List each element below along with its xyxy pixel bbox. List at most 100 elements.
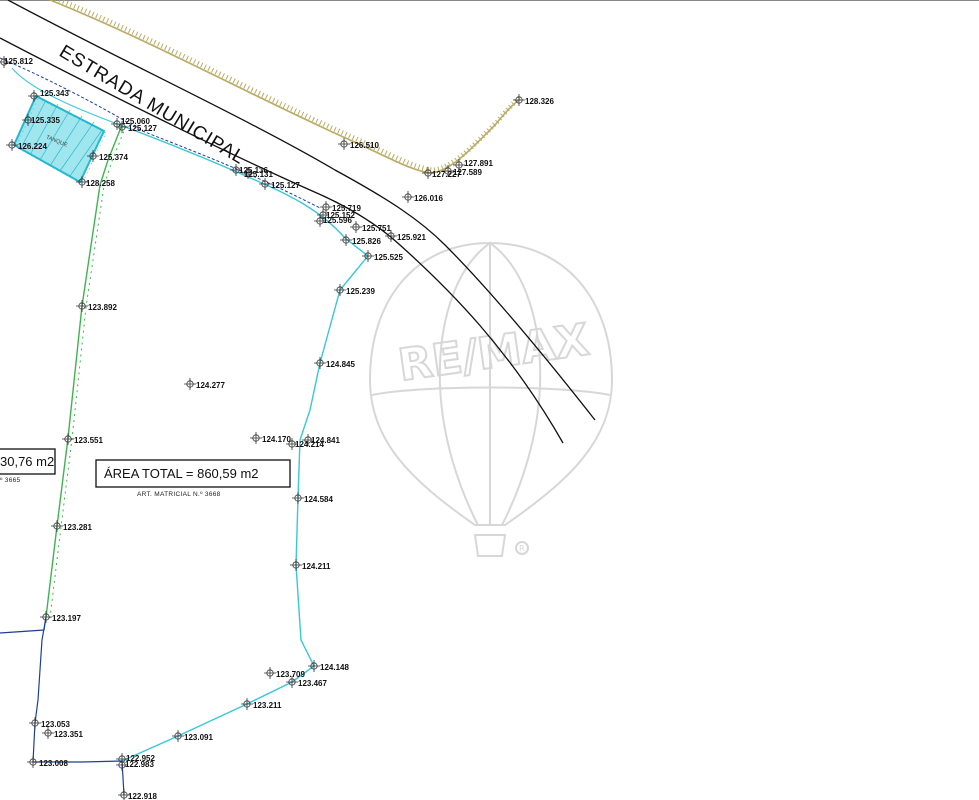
survey-point-cross: [259, 178, 271, 190]
survey-point: 125.374: [87, 150, 128, 162]
road-edge-inner: [0, 37, 564, 444]
lot-boundary-blue: [0, 616, 125, 796]
elevation-label: 123.551: [74, 436, 103, 445]
survey-point-cross: [286, 438, 298, 450]
elevation-label: 123.709: [276, 670, 305, 679]
survey-point-marker: [316, 217, 324, 225]
survey-point-marker: [0, 58, 8, 66]
tank: [12, 94, 107, 185]
survey-point-marker: [243, 700, 251, 708]
survey-point-cross: [385, 230, 397, 242]
survey-point-marker: [78, 178, 86, 186]
survey-point-cross: [22, 114, 34, 126]
survey-point: 125.127: [116, 121, 157, 133]
survey-point-cross: [308, 660, 320, 672]
survey-point: 123.008: [27, 756, 68, 768]
survey-point-marker: [387, 232, 395, 240]
survey-point: 123.281: [51, 520, 92, 532]
elevation-label: 125.060: [121, 117, 150, 126]
elevation-label: 124.211: [302, 562, 331, 571]
survey-point-cross: [302, 434, 314, 446]
survey-point-cross: [513, 94, 525, 106]
survey-point-cross: [350, 221, 362, 233]
survey-point-cross: [118, 789, 130, 800]
survey-point-cross: [340, 234, 352, 246]
survey-point-marker: [455, 161, 463, 169]
survey-point: 123.892: [76, 300, 117, 312]
elevation-label: 127.891: [464, 159, 493, 168]
survey-point-marker: [29, 758, 37, 766]
survey-point: 126.016: [402, 191, 443, 203]
survey-point-marker: [322, 203, 330, 211]
survey-point-marker: [336, 286, 344, 294]
survey-point-cross: [172, 730, 184, 742]
survey-point-cross: [62, 433, 74, 445]
elevation-label: 122.952: [126, 754, 155, 763]
survey-point-marker: [515, 96, 523, 104]
survey-point-marker: [288, 440, 296, 448]
survey-point-cross: [40, 611, 52, 623]
road-offset-line: [0, 57, 321, 209]
elevation-label: 124.170: [262, 435, 291, 444]
survey-point: 124.170: [250, 432, 291, 444]
elevation-label: 127.589: [453, 168, 482, 177]
survey-point-cross: [314, 215, 326, 227]
survey-point: 125.812: [0, 56, 33, 68]
survey-point-marker: [266, 669, 274, 677]
survey-point-cross: [320, 201, 332, 213]
survey-point: 125.131: [242, 167, 273, 179]
survey-point-cross: [42, 727, 54, 739]
survey-point-cross: [76, 176, 88, 188]
survey-point: 125.719: [320, 201, 361, 213]
elevation-label: 125.136: [239, 166, 268, 175]
survey-point-marker: [232, 166, 240, 174]
survey-point: 125.826: [340, 234, 381, 246]
survey-point: 125.152: [317, 209, 355, 221]
elevation-label: 123.053: [41, 720, 70, 729]
survey-point: 124.211: [290, 559, 331, 571]
survey-point: 125.525: [362, 250, 403, 262]
survey-point: 123.211: [241, 698, 282, 710]
survey-point: 126.510: [338, 138, 379, 150]
survey-point: 124.148: [308, 660, 349, 672]
survey-point-cross: [28, 90, 40, 102]
elevation-label: 123.281: [63, 523, 92, 532]
survey-point: 124.584: [292, 492, 333, 504]
survey-point-marker: [364, 252, 372, 260]
survey-point: 123.467: [286, 676, 327, 688]
survey-point-cross: [29, 717, 41, 729]
survey-point: 124.277: [184, 378, 225, 390]
survey-point-marker: [404, 193, 412, 201]
survey-point: 122.983: [116, 759, 154, 771]
elevation-label: 128.326: [525, 97, 554, 106]
elevation-label: 123.091: [184, 733, 213, 742]
art-matricial-label: ART. MATRICIAL N.º 3668: [137, 491, 221, 498]
elevation-label: 125.374: [99, 153, 128, 162]
elevation-label: 125.921: [397, 233, 426, 242]
left-area-label: 30,76 m2: [0, 454, 54, 469]
survey-point: 124.214: [286, 438, 324, 450]
survey-point-marker: [310, 662, 318, 670]
elevation-label: 125.152: [326, 211, 355, 220]
survey-point-marker: [352, 223, 360, 231]
survey-point-cross: [230, 164, 242, 176]
survey-points: 128.326126.510127.891127.589127.227126.0…: [0, 56, 554, 800]
survey-point-cross: [402, 191, 414, 203]
survey-point-marker: [44, 729, 52, 737]
survey-point-cross: [422, 167, 434, 179]
survey-point: 124.841: [302, 434, 340, 446]
elevation-label: 123.008: [39, 759, 68, 768]
elevation-label: 125.525: [374, 253, 403, 262]
remax-watermark: [368, 241, 614, 557]
survey-point: 128.326: [513, 94, 554, 106]
area-total-box: [95, 459, 291, 488]
survey-point: 125.343: [28, 89, 69, 102]
survey-point-cross: [241, 698, 253, 710]
elevation-label: 123.467: [298, 679, 327, 688]
survey-point: 122.918: [118, 789, 157, 800]
survey-point-cross: [264, 667, 276, 679]
survey-point-marker: [118, 123, 126, 131]
survey-point: 124.845: [314, 357, 355, 369]
survey-point-marker: [53, 522, 61, 530]
